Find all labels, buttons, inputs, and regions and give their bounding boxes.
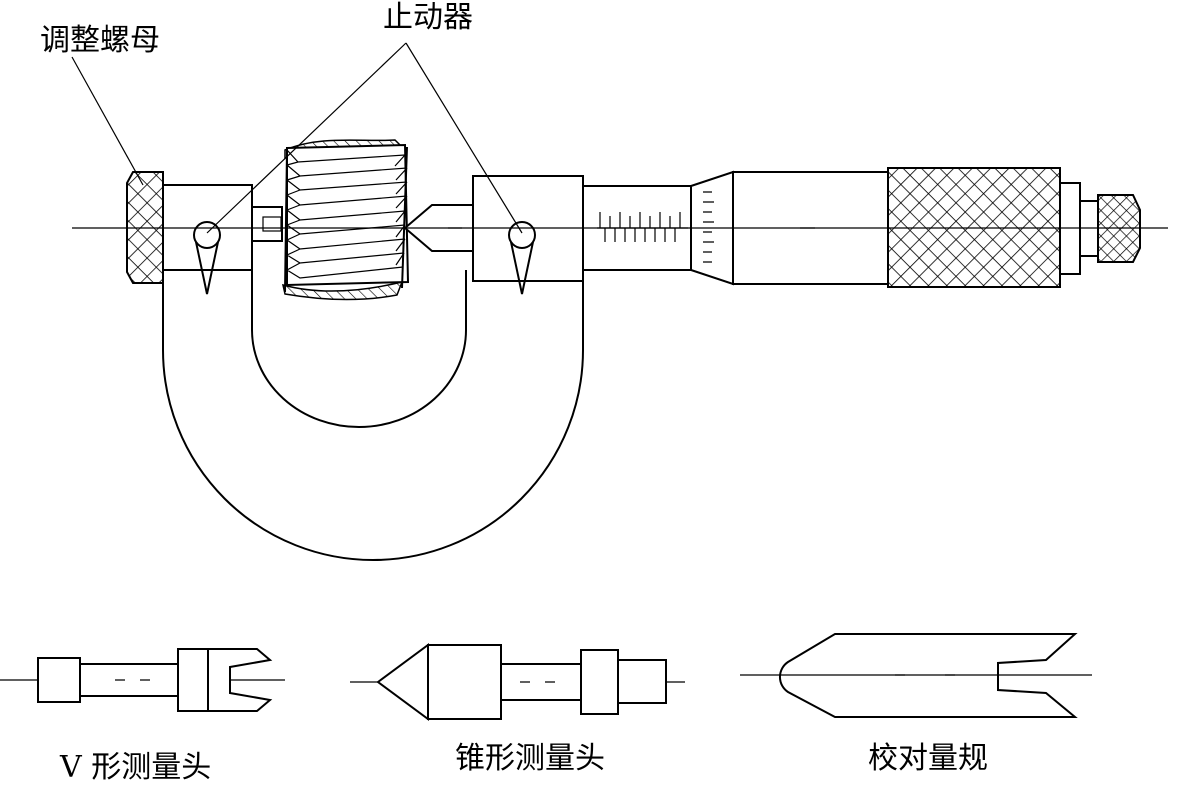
label-stopper: 止动器 — [383, 0, 473, 35]
v-measuring-head — [0, 648, 285, 712]
workpiece-section-bottom — [281, 280, 404, 301]
micrometer — [71, 42, 1168, 561]
label-cone-head: 锥形测量头 — [455, 741, 605, 776]
thimble-graduation — [703, 191, 714, 263]
u-frame — [162, 265, 584, 561]
leader-adjust-nut — [71, 56, 144, 186]
label-adjust-nut: 调整螺母 — [40, 23, 160, 58]
check-gauge — [740, 633, 1092, 718]
anvil-pin-inner — [262, 216, 282, 232]
leader-stopper-right — [405, 42, 523, 234]
label-gauge: 校对量规 — [868, 741, 988, 776]
cone-measuring-head — [350, 643, 685, 721]
leader-stopper-left — [206, 42, 407, 234]
label-v-head: V 形测量头 — [59, 750, 211, 783]
anvil-pin — [251, 206, 283, 242]
threaded-workpiece — [284, 143, 410, 293]
